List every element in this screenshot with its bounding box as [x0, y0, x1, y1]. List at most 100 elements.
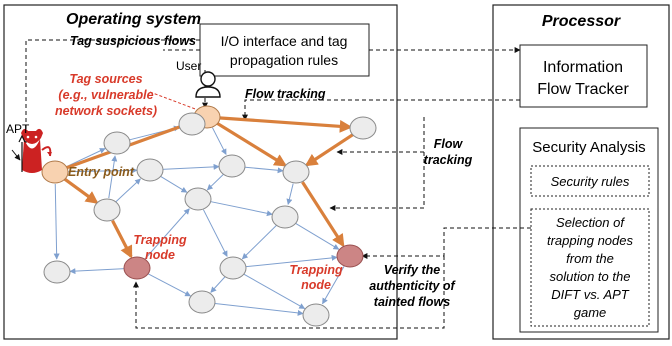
selection-line: solution to the	[550, 269, 631, 284]
verify-line: tainted flows	[374, 295, 450, 309]
graph-node	[219, 256, 247, 280]
graph-edge	[160, 175, 188, 193]
tag-sources-line: (e.g., vulnerable	[58, 88, 153, 102]
flow-edge	[63, 177, 99, 204]
graph-edge	[286, 183, 294, 205]
selection-line: game	[574, 305, 607, 320]
graph-edge	[243, 273, 306, 310]
selection-line: DIFT vs. APT	[551, 287, 630, 302]
graph-edge	[212, 127, 227, 155]
graph-node	[282, 160, 310, 184]
verify-line: Verify the	[384, 263, 441, 277]
ift-line1: Information	[543, 59, 623, 76]
os-panel-title: Operating system	[66, 11, 201, 28]
orange-edges	[63, 116, 354, 259]
graph-node	[93, 198, 121, 222]
graph-node	[218, 154, 246, 178]
os-panel	[3, 4, 398, 340]
flow-edge	[65, 118, 198, 170]
apt-label: APT	[6, 122, 30, 136]
graph-edge	[241, 225, 277, 260]
graph-node	[271, 205, 299, 229]
flow-tracking-right-line: tracking	[424, 153, 473, 167]
selection-line: trapping nodes	[547, 233, 634, 248]
trapping-node	[336, 244, 364, 268]
flow-edge	[218, 116, 353, 133]
user-label: User	[176, 59, 201, 73]
trapping-node-right-line: Trapping	[289, 263, 343, 277]
trapping-node-left-line: Trapping	[133, 233, 187, 247]
flow-edge	[111, 219, 133, 259]
graph-edge	[243, 166, 284, 174]
blue-edges	[53, 117, 345, 316]
graph-edge	[108, 155, 118, 199]
graph-node	[136, 158, 164, 182]
tag-sources-line: network sockets)	[55, 104, 157, 118]
io-interface-line1: I/O interface and tag	[221, 33, 348, 49]
tag-sources-line: Tag sources	[69, 72, 142, 86]
graph-node	[188, 290, 216, 314]
graph-edge	[147, 273, 192, 297]
selection-line: from the	[566, 251, 614, 266]
entry-point-label: Entry point	[68, 165, 135, 179]
trapping-node-left-line: node	[145, 248, 175, 262]
io-interface-line2: propagation rules	[230, 52, 338, 68]
verify-line: authenticity of	[369, 279, 456, 293]
flow-edge	[216, 121, 288, 167]
graph-node	[103, 131, 131, 155]
apt-to-entry-arrow	[11, 149, 21, 161]
graph-node	[349, 116, 377, 140]
graph-edge	[209, 200, 273, 217]
security-analysis-title: Security Analysis	[532, 139, 645, 156]
graph-edge	[322, 266, 345, 305]
processor-panel	[492, 4, 670, 340]
graph-nodes	[41, 105, 377, 327]
graph-edge	[65, 148, 106, 168]
graph-edge	[295, 222, 340, 250]
security-rules-box	[530, 165, 650, 197]
user-icon	[195, 71, 221, 98]
tag-suspicious-left-connector	[23, 39, 200, 159]
selection-to-trap-left-connector	[133, 256, 445, 329]
graph-node	[43, 260, 71, 284]
graph-edge	[115, 178, 141, 203]
information-flow-tracker-box	[519, 44, 648, 108]
graph-edge	[244, 254, 338, 268]
graph-edge	[161, 163, 220, 170]
security-rules-label: Security rules	[551, 174, 630, 189]
ift-to-graph-top-connector	[242, 99, 520, 121]
flow-edge	[301, 181, 345, 248]
graph-node	[302, 303, 330, 327]
devil-icon	[18, 128, 52, 173]
trapping-node	[123, 256, 151, 280]
io-interface-box	[199, 23, 370, 77]
ift-to-graph-mid-connector	[336, 117, 425, 155]
graph-node	[184, 187, 212, 211]
selection-box	[530, 208, 650, 327]
graph-node	[178, 112, 206, 136]
selection-to-trap-right-connector	[361, 227, 531, 259]
graph-edge	[202, 209, 228, 257]
graph-edge	[144, 208, 190, 260]
graph-edge	[206, 173, 224, 191]
flow-tracking-right-line: Flow	[434, 137, 464, 151]
verify-label: Verify the authenticity of tainted flows	[369, 263, 456, 309]
processor-panel-title: Processor	[542, 13, 621, 30]
flow-edge	[304, 133, 354, 167]
tag-sources-pointer	[149, 91, 199, 111]
tag-sources-label: Tag sources (e.g., vulnerable network sock…	[55, 72, 157, 118]
flow-tracking-right-label: Flow tracking	[424, 137, 473, 167]
graph-edge	[53, 183, 60, 260]
tag-suspicious-label: Tag suspicious flows	[70, 34, 196, 48]
flow-tracking-top-label: Flow tracking	[245, 87, 326, 101]
graph-edge	[69, 268, 126, 275]
ift-to-graph-low-connector	[329, 152, 425, 211]
graph-edge	[210, 276, 226, 293]
graph-edge	[213, 302, 304, 316]
graph-edge	[66, 167, 138, 174]
tagged-node	[41, 160, 69, 184]
